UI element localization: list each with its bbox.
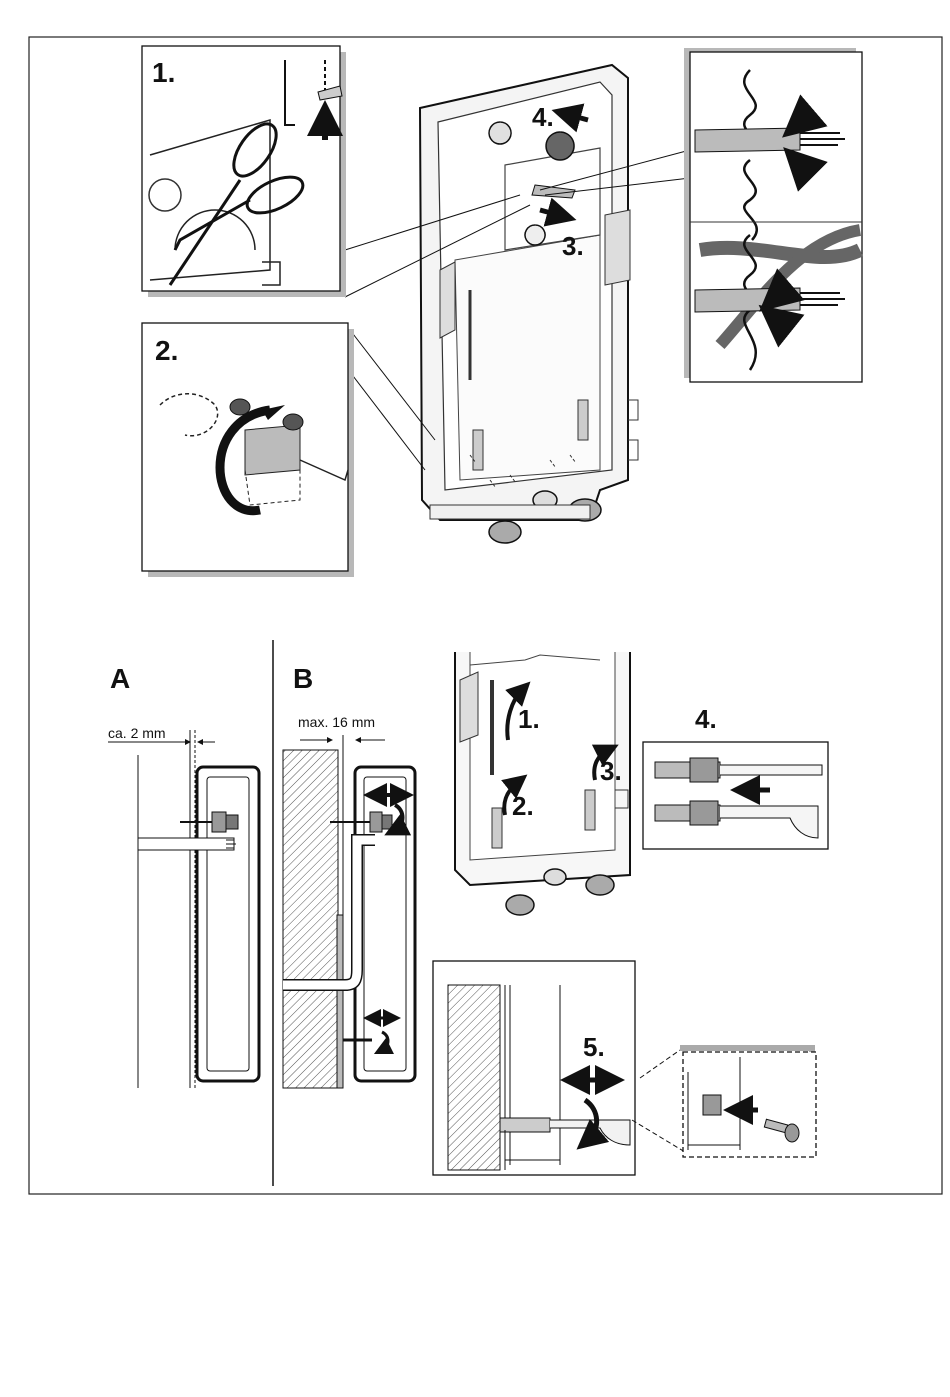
step-5-inset [433,961,685,1175]
bottom-step-2-label: 2. [512,791,534,821]
section-a-label: A [110,663,130,694]
bottom-step-5-label: 5. [583,1032,605,1062]
section-a-dimension: ca. 2 mm [108,725,166,741]
section-b-dimension: max. 16 mm [298,714,375,730]
step-4-inset [643,742,828,849]
inset-cable-detail [684,48,862,382]
section-b-drawing [283,735,415,1088]
inset-1-step-label: 1. [152,57,175,88]
section-a-drawing [108,730,259,1088]
screw-detail-inset [680,1048,816,1157]
section-b-label: B [293,663,313,694]
top-backplate [420,65,638,543]
top-step-3-label: 3. [562,231,584,261]
bottom-step-1-label: 1. [518,704,540,734]
top-step-4-label: 4. [532,102,554,132]
bottom-step-3-label: 3. [600,756,622,786]
inset-2-step-label: 2. [155,335,178,366]
bottom-step-4-label: 4. [695,704,717,734]
